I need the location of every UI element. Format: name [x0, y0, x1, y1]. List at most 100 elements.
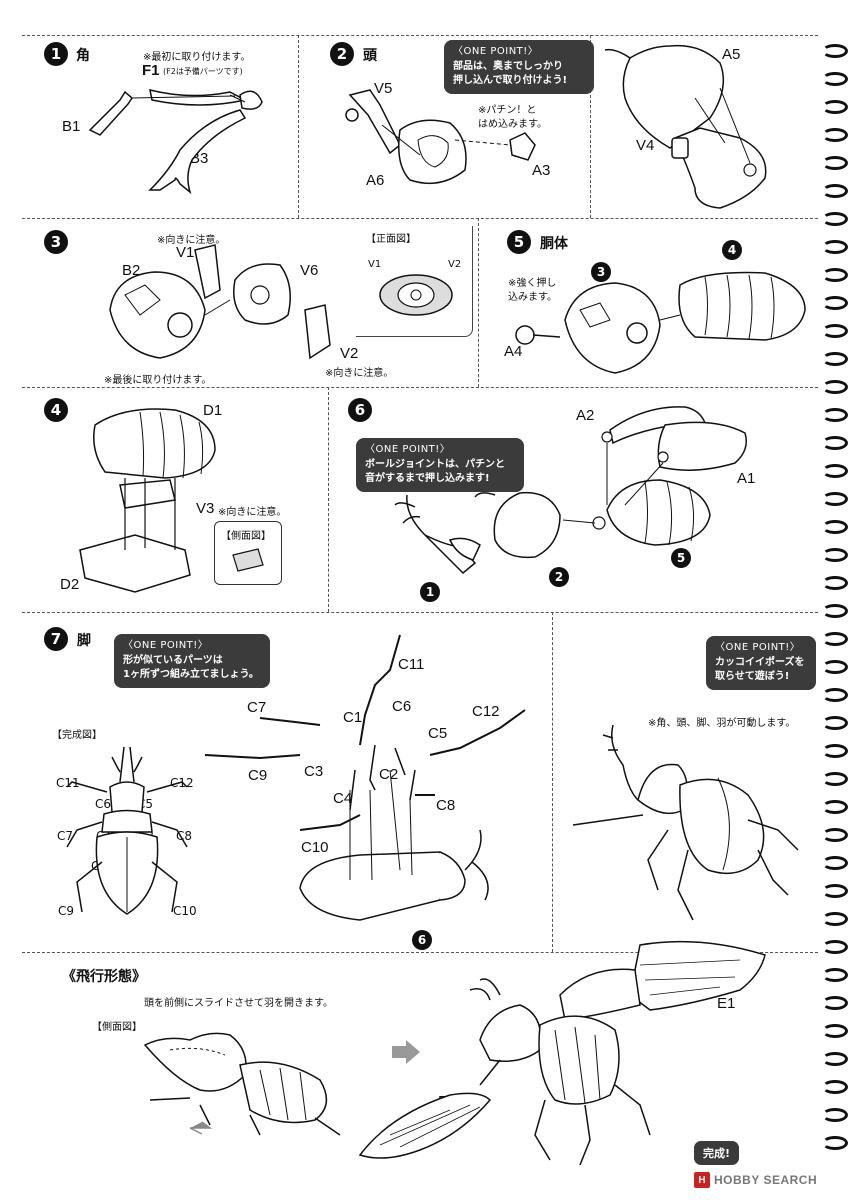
binding-ring [822, 828, 848, 842]
body-join-illustration [394, 406, 747, 575]
binding-ring [822, 520, 848, 534]
binding-ring [822, 688, 848, 702]
binding-ring [822, 604, 848, 618]
step-5-ref-4: 4 [722, 240, 742, 260]
complete-label-c7: C7 [57, 829, 74, 843]
complete-view-illustration [66, 746, 188, 915]
divider [298, 35, 299, 218]
part-label-a6: A6 [366, 172, 385, 189]
step-2-onepoint-callout: 〈ONE POINT!〉 部品は、奥までしっかり 押し込んで取り付けよう! [444, 40, 594, 94]
binding-ring [822, 800, 848, 814]
onepoint-text: ボールジョイントは、パチンと 音がするまで押し込みます! [365, 458, 505, 485]
binding-ring [822, 72, 848, 86]
onepoint-heading: 〈ONE POINT!〉 [365, 444, 451, 455]
part-label-d1: D1 [203, 402, 223, 419]
binding-ring [822, 1052, 848, 1066]
part-label-a5: A5 [722, 46, 741, 63]
binding-ring [822, 464, 848, 478]
flight-mode-title: 《飛行形態》 [62, 969, 146, 985]
part-label-c4: C4 [333, 790, 353, 807]
binding-ring [822, 156, 848, 170]
step-6-ref-1: 1 [420, 582, 440, 602]
divider [22, 387, 818, 388]
part-label-c5: C5 [428, 725, 448, 742]
step-6-ref-5: 5 [671, 548, 691, 568]
binding-ring [822, 1080, 848, 1094]
divider [22, 218, 818, 219]
step-2-title: 頭 [363, 48, 377, 64]
binding-ring [822, 660, 848, 674]
binding-ring [822, 352, 848, 366]
step-2-number: 2 [330, 42, 354, 66]
flight-mode-illustration [358, 940, 766, 1166]
binding-ring [822, 184, 848, 198]
step-6-number: 6 [348, 398, 372, 422]
step-7-ref-6: 6 [412, 930, 432, 950]
front-view-box [356, 226, 473, 337]
step-1-number: 1 [44, 42, 68, 66]
binding-ring [822, 100, 848, 114]
step-5-ref-3: 3 [591, 262, 611, 282]
step-7-number: 7 [44, 627, 68, 651]
thorax-assembly-illustration [79, 408, 216, 593]
pose-beetle-illustration [572, 724, 799, 921]
step-7-title: 脚 [77, 633, 91, 649]
complete-label-c12: C12 [170, 776, 194, 790]
binding-ring [822, 576, 848, 590]
binding-ring [822, 240, 848, 254]
part-label-b1: B1 [62, 118, 81, 135]
binding-ring [822, 884, 848, 898]
flight-side-view-illustration [143, 1032, 341, 1136]
binding-ring [822, 324, 848, 338]
part-label-c7: C7 [247, 699, 267, 716]
complete-badge: 完成! [694, 1141, 740, 1165]
part-label-v2: V2 [340, 345, 359, 362]
complete-label-c6: C6 [95, 797, 112, 811]
step-7-onepoint-callout: 〈ONE POINT!〉 形が似ているパーツは 1ヶ所ずつ組み立てましょう。 [114, 634, 270, 688]
binding-ring [822, 940, 848, 954]
binding-ring [822, 1024, 848, 1038]
front-view-v1: V1 [368, 259, 382, 270]
step-3-note-bottom: ※最後に取り付けます。 [104, 375, 212, 386]
step-3-number: 3 [44, 230, 68, 254]
step-5-title: 胴体 [540, 236, 568, 252]
step-3-note-top: ※向きに注意。 [157, 235, 226, 246]
side-view-box [214, 521, 282, 585]
binding-ring [822, 856, 848, 870]
part-label-b2: B2 [122, 262, 141, 279]
step-2-note: ※パチン！と はめ込みます。 [478, 105, 547, 130]
divider [22, 952, 818, 953]
binding-ring [822, 380, 848, 394]
binding-ring [822, 296, 848, 310]
part-label-v3: V3 [196, 500, 215, 517]
step-5-note: ※強く押し 込みます。 [508, 278, 557, 303]
front-view-v2: V2 [448, 259, 462, 270]
step-6-ref-2: 2 [549, 567, 569, 587]
part-label-a2: A2 [576, 407, 595, 424]
body-assembly-illustration [515, 271, 806, 374]
part-label-c2: C2 [379, 766, 399, 783]
complete-view-title: 【完成図】 [52, 730, 102, 741]
divider [22, 35, 818, 36]
step-5-number: 5 [507, 230, 531, 254]
onepoint-text: 形が似ているパーツは 1ヶ所ずつ組み立てましょう。 [123, 654, 259, 681]
part-label-c8: C8 [436, 797, 456, 814]
step-1-note: ※最初に取り付けます。 [143, 52, 251, 63]
binding-ring [822, 968, 848, 982]
onepoint-text: カッコイイポーズを 取らせて遊ぼう! [715, 656, 805, 683]
leg-assembly-illustration [204, 634, 526, 921]
hobby-search-logo: H [694, 1172, 710, 1188]
side-view-title: 【側面図】 [221, 531, 271, 542]
part-label-c1: C1 [343, 709, 363, 726]
binding-ring [822, 212, 848, 226]
part-label-c12: C12 [472, 703, 500, 720]
binding-ring [822, 408, 848, 422]
part-label-c3: C3 [304, 763, 324, 780]
complete-label-c9: C9 [58, 904, 75, 918]
complete-label-c10: C10 [173, 904, 197, 918]
binding-ring [822, 716, 848, 730]
step-6-onepoint-callout: 〈ONE POINT!〉 ボールジョイントは、パチンと 音がするまで押し込みます… [356, 438, 524, 492]
onepoint-heading: 〈ONE POINT!〉 [715, 642, 801, 653]
part-note-f1: (F2は予備パーツです) [163, 67, 243, 76]
flight-mode-note: 頭を前側にスライドさせて羽を開きます。 [144, 998, 333, 1009]
